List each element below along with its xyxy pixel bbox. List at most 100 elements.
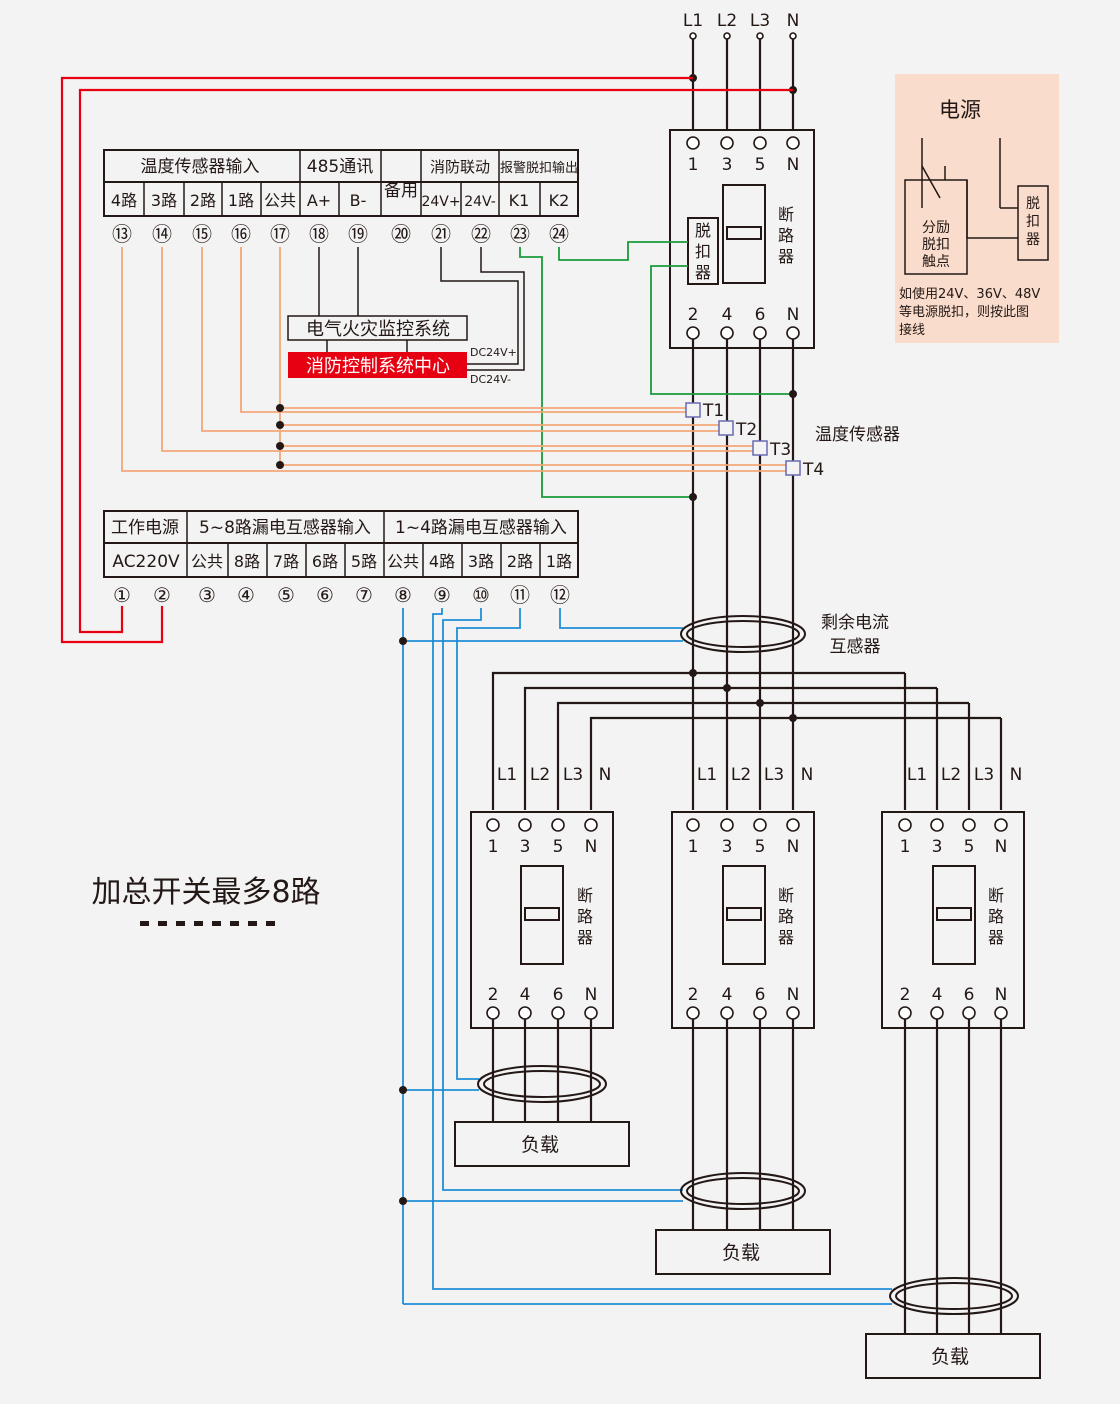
load-label-3: 负载: [931, 1346, 969, 1368]
svg-text:L1: L1: [497, 765, 517, 785]
svg-text:断: 断: [778, 886, 794, 905]
svg-text:1: 1: [900, 837, 911, 857]
svg-text:器: 器: [988, 928, 1004, 947]
svg-text:①: ①: [113, 583, 131, 607]
sensor-tag-t4: T4: [802, 460, 824, 480]
terminal-number: ⑰: [270, 222, 290, 246]
svg-text:3路: 3路: [468, 552, 494, 571]
sensor-tag-t2: T2: [735, 420, 757, 440]
terminal-number: ⑱: [309, 222, 329, 246]
monitor-system-label: 电气火灾监控系统: [306, 319, 450, 340]
terminal-number: ㉒: [471, 222, 491, 246]
svg-text:8路: 8路: [234, 552, 260, 571]
svg-text:⑦: ⑦: [355, 583, 373, 607]
terminal-label: 24V-: [464, 194, 496, 210]
svg-text:器: 器: [778, 928, 794, 947]
group-spare: 备用: [384, 181, 418, 201]
terminal-number: ⑲: [348, 222, 368, 246]
svg-text:器: 器: [577, 928, 593, 947]
terminal-label: K1: [509, 191, 530, 210]
svg-text:5路: 5路: [351, 552, 377, 571]
svg-text:公共: 公共: [191, 552, 223, 571]
distribution-busbars: [491, 671, 1003, 810]
side-title: 加总开关最多8路: [91, 875, 320, 910]
terminal-number: ⑳: [391, 222, 411, 246]
fire-center-label: 消防控制系统中心: [306, 356, 450, 377]
svg-text:1: 1: [688, 155, 699, 175]
load-box-1: [454, 1121, 630, 1167]
terminal-label: 1路: [228, 191, 254, 210]
svg-text:⑥: ⑥: [316, 583, 334, 607]
svg-text:③: ③: [198, 583, 216, 607]
svg-text:器: 器: [778, 247, 794, 266]
branch-breaker-2: 1 3 5 N 断 路 器 2 4 6 N: [671, 811, 815, 1029]
svg-text:路: 路: [988, 907, 1004, 926]
svg-text:N: N: [995, 837, 1008, 857]
svg-text:器: 器: [695, 263, 711, 282]
temp-sensor-label: 温度传感器: [815, 425, 900, 445]
svg-text:等电源脱扣，则按此图: 等电源脱扣，则按此图: [899, 304, 1029, 320]
svg-text:5: 5: [964, 837, 975, 857]
load-box-3: [865, 1333, 1041, 1379]
svg-text:路: 路: [778, 226, 794, 245]
svg-text:3: 3: [722, 155, 733, 175]
load-label-1: 负载: [521, 1134, 559, 1156]
svg-text:扣: 扣: [1026, 214, 1040, 230]
svg-text:断: 断: [988, 886, 1004, 905]
group-fire-link: 消防联动: [430, 158, 490, 176]
svg-text:L2: L2: [530, 765, 550, 785]
svg-text:N: N: [585, 837, 598, 857]
svg-text:工作电源: 工作电源: [111, 518, 179, 538]
group-485: 485通讯: [307, 157, 373, 177]
svg-text:2路: 2路: [507, 552, 533, 571]
svg-text:3: 3: [932, 837, 943, 857]
bottom-terminal-block: 工作电源 5~8路漏电互感器输入 1~4路漏电互感器输入 AC220V 公共 8…: [103, 510, 579, 607]
temperature-sensor-wires: T1 T2 T3 T4 温度传感器: [121, 247, 900, 480]
terminal-label: 24V+: [421, 194, 460, 210]
svg-text:6: 6: [964, 985, 975, 1005]
svg-text:断: 断: [577, 886, 593, 905]
sensor-tag-t3: T3: [769, 440, 791, 460]
svg-text:3: 3: [520, 837, 531, 857]
svg-text:L1: L1: [697, 765, 717, 785]
svg-text:⑤: ⑤: [277, 583, 295, 607]
svg-text:3: 3: [722, 837, 733, 857]
svg-text:如使用24V、36V、48V: 如使用24V、36V、48V: [899, 286, 1040, 302]
svg-text:脱扣: 脱扣: [922, 237, 950, 253]
svg-text:6路: 6路: [312, 552, 338, 571]
svg-text:2: 2: [688, 985, 699, 1005]
branch-breaker-3: 1 3 5 N 断 路 器 2 4 6 N: [881, 811, 1025, 1029]
svg-text:扣: 扣: [695, 242, 711, 261]
note-panel: 电源 分励 脱扣 触点 脱 扣 器 如使用24V、36V、48V 等电源脱扣，则…: [895, 74, 1059, 343]
green-wires: [519, 241, 797, 501]
svg-text:5: 5: [553, 837, 564, 857]
svg-text:5: 5: [755, 837, 766, 857]
svg-text:6: 6: [755, 985, 766, 1005]
svg-text:L1: L1: [907, 765, 927, 785]
svg-text:脱: 脱: [1026, 196, 1040, 212]
top-terminal-block: 温度传感器输入 485通讯 备用 消防联动 报警脱扣输出 4路 3路 2路 1路…: [103, 149, 579, 246]
fire-center-box: [288, 352, 467, 378]
phase-label-l3: L3: [750, 11, 770, 31]
svg-text:6: 6: [755, 305, 766, 325]
terminal-label: K2: [549, 191, 570, 210]
trip-unit: [687, 217, 719, 285]
svg-text:1~4路漏电互感器输入: 1~4路漏电互感器输入: [395, 518, 567, 538]
svg-text:N: N: [1010, 765, 1023, 785]
ct-wires: [399, 608, 892, 1305]
svg-text:⑫: ⑫: [550, 583, 570, 607]
svg-text:4: 4: [722, 985, 733, 1005]
title-dash-decoration: [140, 921, 275, 926]
terminal-label: B-: [350, 191, 367, 210]
svg-text:N: N: [599, 765, 612, 785]
terminal-label: 3路: [151, 191, 177, 210]
svg-text:N: N: [801, 765, 814, 785]
branch-breaker-1: 1 3 5 N 断 路 器 2 4 6 N: [470, 811, 614, 1029]
svg-text:1: 1: [688, 837, 699, 857]
terminal-number: ㉔: [549, 222, 569, 246]
svg-text:N: N: [787, 985, 800, 1005]
svg-text:触点: 触点: [922, 254, 950, 270]
terminal-number: ㉑: [431, 222, 451, 246]
svg-text:公共: 公共: [387, 552, 419, 571]
